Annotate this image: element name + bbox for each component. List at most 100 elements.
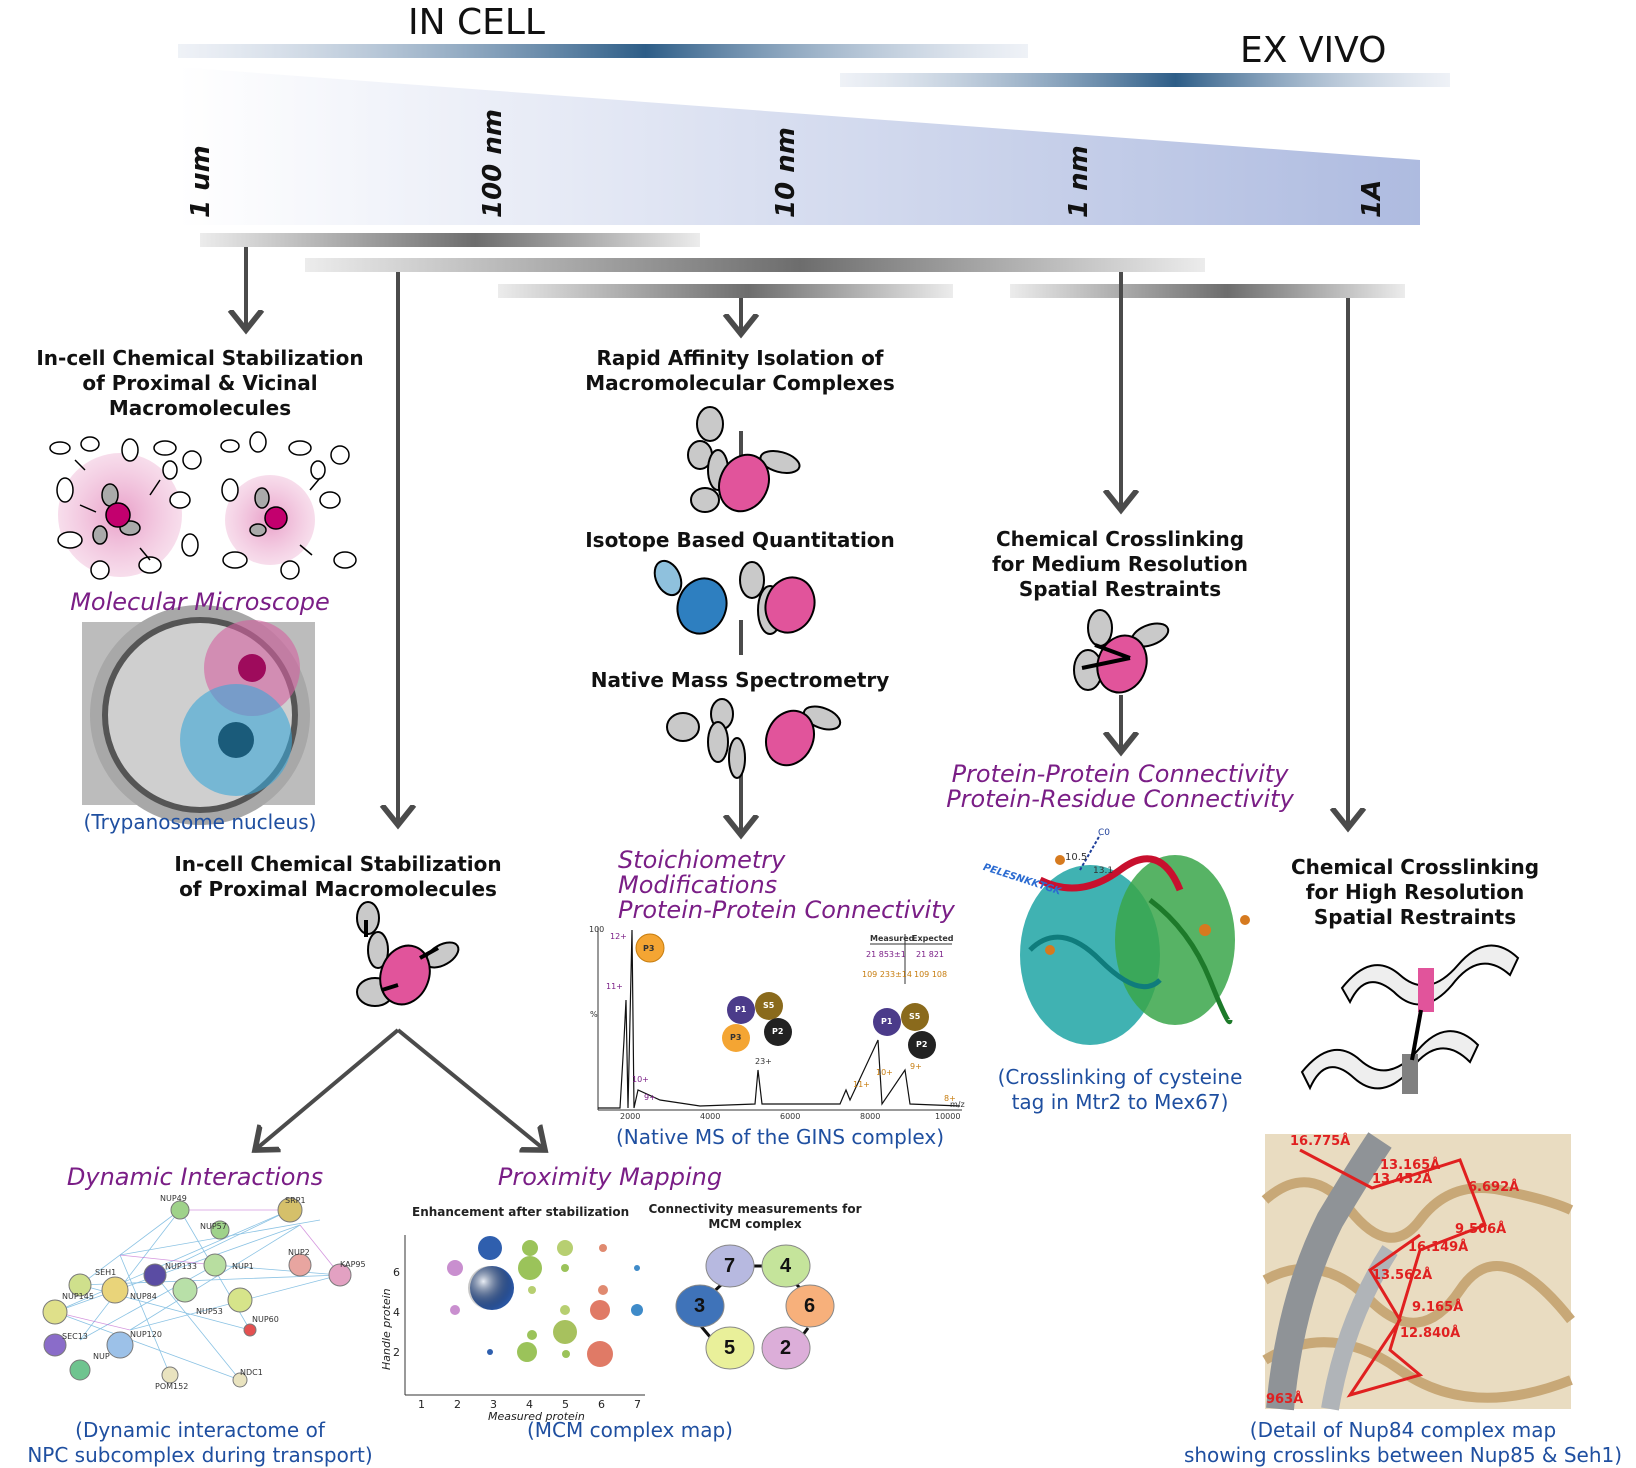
crosslink-complex (1073, 609, 1170, 694)
mcm-network (675, 1244, 835, 1370)
affinity-complex (687, 406, 801, 513)
isotope-heading: Isotope Based Quantitation (585, 528, 895, 552)
nup84-caption: (Detail of Nup84 complex map showing cro… (1183, 1418, 1623, 1467)
table-row1-measured: 21 853±1 (866, 950, 906, 959)
interactome-network (42, 1197, 352, 1388)
ms-xtick-4000: 4000 (700, 1112, 721, 1121)
mcm-node-4: 4 (780, 1255, 792, 1277)
node-nup120: NUP120 (130, 1330, 162, 1339)
in-cell-bar (178, 44, 1028, 58)
distance-12-840: 12.840Å (1400, 1326, 1461, 1341)
node-nup84: NUP84 (130, 1292, 157, 1301)
node-nup60: NUP60 (252, 1315, 279, 1324)
isotope-complexes (653, 559, 816, 635)
distance-9-506: 9.506Å (1455, 1222, 1507, 1237)
table-header-expected: Expected (912, 934, 954, 943)
range-bar-3 (498, 284, 953, 298)
scale-label-1um: 1 um (186, 145, 216, 218)
range-bar-2 (305, 258, 1205, 272)
bubble-xtick-4: 4 (526, 1398, 533, 1411)
ms-axis-top: 100 (589, 925, 605, 934)
ms-xunit: m/z (950, 1100, 965, 1109)
mtr2-caption: (Crosslinking of cysteine tag in Mtr2 to… (997, 1065, 1243, 1114)
dynamic-interactions-label: Dynamic Interactions (66, 1163, 324, 1191)
ms-result-label: Stoichiometry Modifications Protein-Prot… (618, 846, 955, 924)
table-row2-measured: 109 233±14 (862, 970, 912, 979)
node-nup2: NUP2 (288, 1248, 310, 1257)
medium-res-heading: Chemical Crosslinking for Medium Resolut… (991, 527, 1249, 601)
subunit-p1-label: P1 (735, 1005, 747, 1014)
peak-11: 11+ (606, 982, 623, 991)
node-nup49: NUP49 (160, 1194, 187, 1203)
distance-963: 963Å (1266, 1392, 1304, 1407)
distance-13-165: 13.165Å (1380, 1158, 1441, 1173)
vicinal-heading: In-cell Chemical Stabilization of Proxim… (36, 346, 364, 420)
table-row2-expected: 109 108 (914, 970, 948, 979)
c0-label: C0 (1098, 828, 1111, 838)
scale-label-1a: 1A (1357, 179, 1387, 218)
ms-axis-percent: % (590, 1010, 598, 1019)
table-header-measured: Measured (870, 934, 915, 943)
subunit-s5b-label: S5 (909, 1012, 921, 1021)
subunit-p3b-label: P3 (730, 1033, 742, 1042)
subunit-s5-label: S5 (763, 1001, 775, 1010)
distance-9-165: 9.165Å (1412, 1300, 1464, 1315)
node-sec13: SEC13 (62, 1332, 88, 1341)
scale-label-100nm: 100 nm (478, 109, 508, 218)
distance-16-149: 16.149Å (1408, 1240, 1469, 1255)
ms-xtick-10000: 10000 (935, 1112, 961, 1121)
mcm-node-6: 6 (804, 1295, 816, 1317)
ms-spectrum (597, 927, 962, 1111)
distance-label-2: 13.1 (1093, 866, 1114, 876)
molecular-microscope-label: Molecular Microscope (70, 588, 330, 616)
interactome-caption: (Dynamic interactome of NPC subcomplex d… (27, 1418, 373, 1467)
mcm-node-2: 2 (780, 1337, 792, 1359)
bubble-xlabel: Measured protein (488, 1410, 585, 1423)
bubble-plot (404, 1235, 645, 1396)
bubble-plot-title: Enhancement after stabilization (412, 1205, 630, 1219)
range-bar-1 (200, 233, 700, 247)
peak-12: 12+ (610, 932, 627, 941)
crowd-cluster-2 (220, 431, 357, 580)
helix-crosslink (1300, 944, 1520, 1094)
peak-9b: 9+ (910, 1062, 922, 1071)
rapid-affinity-heading: Rapid Affinity Isolation of Macromolecul… (585, 346, 895, 395)
node-nup53: NUP53 (196, 1307, 223, 1316)
node-pom152: POM152 (155, 1382, 189, 1391)
peak-23: 23+ (755, 1057, 772, 1066)
trypanosome-micrograph (82, 605, 315, 825)
proximity-mapping-label: Proximity Mapping (497, 1163, 723, 1191)
network-title: Connectivity measurements for MCM comple… (648, 1202, 862, 1231)
in-cell-banner: IN CELL (408, 2, 545, 43)
bubble-xtick-3: 3 (490, 1398, 497, 1411)
distance-16-775: 16.775Å (1290, 1134, 1351, 1149)
nup84-structure (1261, 1132, 1575, 1411)
node-nup57: NUP57 (200, 1222, 227, 1231)
ms-xtick-6000: 6000 (780, 1112, 801, 1121)
bubble-xtick-5: 5 (562, 1398, 569, 1411)
distance-13-452: 13.452Å (1372, 1172, 1433, 1187)
native-ms-complexes (666, 698, 842, 779)
node-seh1: SEH1 (95, 1268, 117, 1277)
scale-label-1nm: 1 nm (1064, 145, 1094, 218)
crowd-cluster-1 (49, 436, 202, 580)
bubble-xtick-1: 1 (418, 1398, 425, 1411)
node-srp1: SRP1 (285, 1196, 306, 1205)
peak-10b: 10+ (876, 1068, 893, 1077)
protein-structure-medium (1020, 834, 1250, 1045)
bubble-ytick-4: 4 (393, 1306, 400, 1319)
mcm-caption: (MCM complex map) (527, 1418, 733, 1442)
subunit-p2-label: P2 (772, 1027, 784, 1036)
subunit-p3-label: P3 (643, 944, 655, 953)
gins-caption: (Native MS of the GINS complex) (615, 1125, 944, 1149)
subunit-p1b-label: P1 (881, 1017, 893, 1026)
ex-vivo-bar (840, 73, 1450, 87)
node-nup133: NUP133 (165, 1262, 197, 1271)
bubble-xtick-6: 6 (598, 1398, 605, 1411)
node-nup: NUP (93, 1352, 110, 1361)
node-ndc1: NDC1 (240, 1368, 263, 1377)
mcm-node-7: 7 (724, 1255, 736, 1277)
distance-6-692: 6.692Å (1468, 1180, 1520, 1195)
ms-xtick-2000: 2000 (620, 1112, 641, 1121)
